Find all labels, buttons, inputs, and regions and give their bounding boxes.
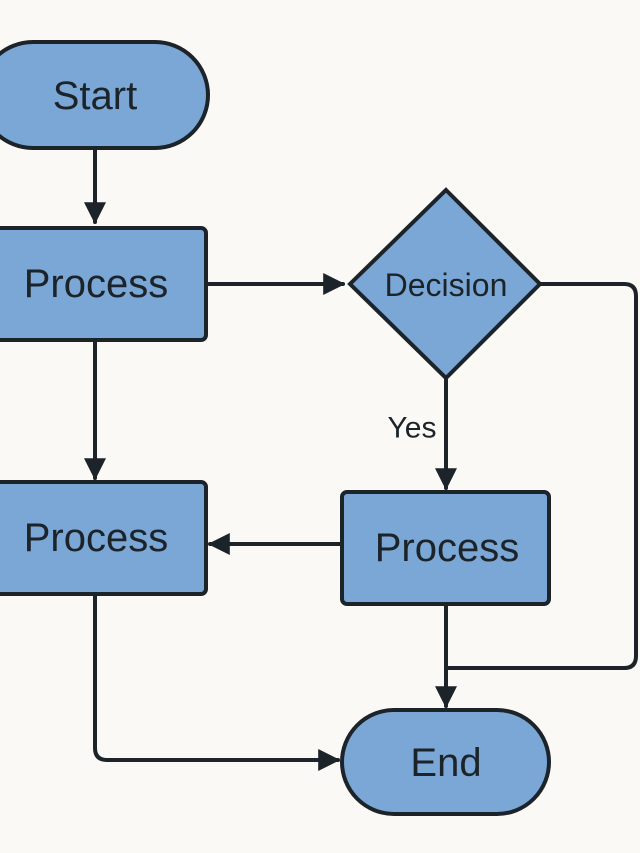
nodes [0, 40, 551, 816]
decision-label: Decision [385, 267, 508, 303]
start-node [0, 40, 210, 150]
decision-node [347, 187, 543, 381]
process-node-1 [0, 226, 208, 342]
edge-labels: Yes [388, 412, 437, 445]
edge-process-2-to-end [93, 594, 341, 771]
end-label: End [410, 741, 481, 785]
process-1-label: Process [24, 262, 169, 306]
edge-decision-no-to-end [444, 282, 638, 670]
edges [84, 148, 638, 771]
process-2-label: Process [24, 516, 169, 560]
process-3-label: Process [375, 526, 520, 570]
end-node [340, 708, 551, 816]
start-label: Start [53, 74, 137, 118]
node-labels: Start Process Decision Process Process E… [24, 74, 520, 785]
process-node-2 [0, 480, 208, 596]
process-node-3 [340, 490, 551, 606]
decision-yes-label: Yes [388, 412, 437, 445]
